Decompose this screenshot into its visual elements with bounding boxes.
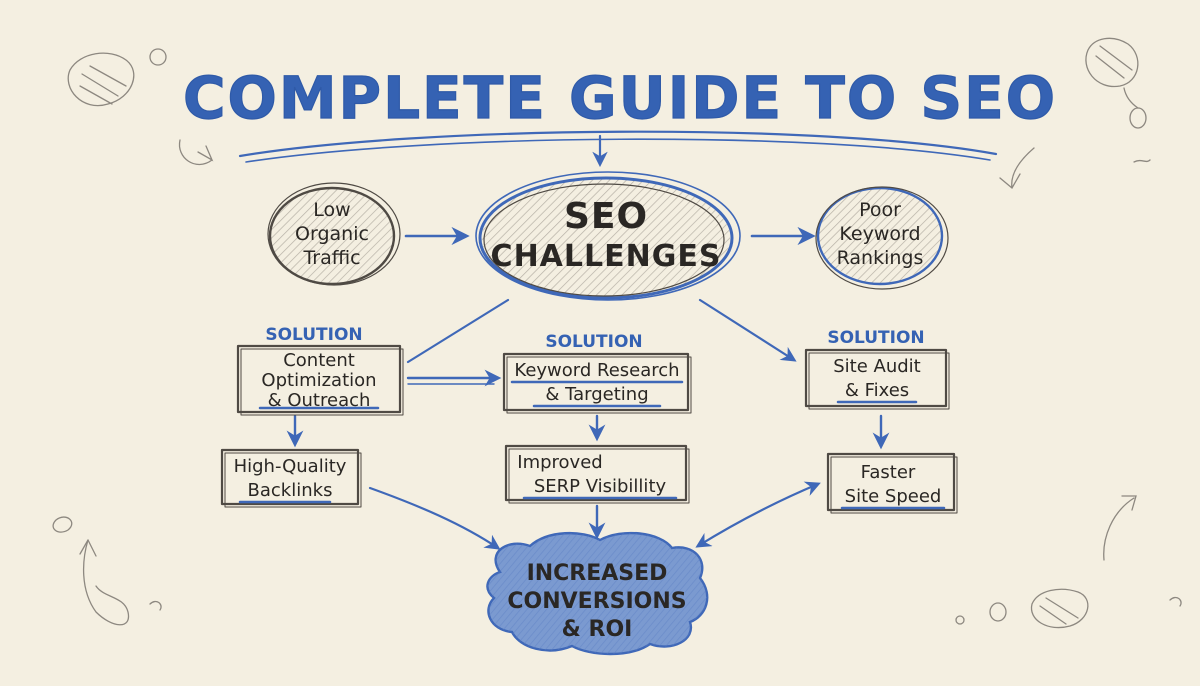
- result2-line2: SERP Visibillity: [534, 476, 667, 497]
- solution-tag-3: SOLUTION: [827, 328, 924, 348]
- solution3-line2: & Fixes: [845, 380, 909, 401]
- title-block: COMPLETE GUIDE TO SEO: [182, 63, 1057, 168]
- page-title: COMPLETE GUIDE TO SEO: [183, 64, 1057, 132]
- problem-left-line2: Organic: [295, 223, 369, 245]
- solution-content-optimization: Content Optimization & Outreach: [236, 344, 404, 416]
- solution2-line2: & Targeting: [545, 384, 648, 405]
- problem-right-line3: Rankings: [837, 247, 924, 269]
- solution-tag-2: SOLUTION: [545, 332, 642, 352]
- result3-line2: Site Speed: [845, 486, 942, 507]
- solution3-line1: Site Audit: [833, 356, 921, 377]
- problem-left-line3: Traffic: [302, 247, 360, 269]
- arrow-result1-to-goal: [368, 486, 501, 550]
- connector-arrows: [286, 226, 890, 550]
- problem-right-line1: Poor: [859, 199, 901, 221]
- poor-keyword-rankings-node: Poor Keyword Rankings: [815, 186, 949, 290]
- arrow-center-to-solution3: [698, 298, 797, 362]
- low-organic-traffic-node: Low Organic Traffic: [267, 182, 401, 286]
- goal-increased-conversions: INCREASED CONVERSIONS & ROI: [486, 531, 709, 656]
- solution1-line1: Content: [283, 350, 355, 371]
- result3-line1: Faster: [861, 462, 916, 483]
- result-high-quality-backlinks: High-Quality Backlinks: [220, 448, 362, 508]
- result1-line1: High-Quality: [234, 456, 347, 477]
- solution-keyword-research: Keyword Research & Targeting: [502, 352, 692, 414]
- solution1-line2: Optimization: [261, 370, 376, 391]
- arrow-center-to-solution1: [406, 298, 510, 364]
- result-faster-site-speed: Faster Site Speed: [826, 452, 958, 514]
- goal-line3: & ROI: [562, 617, 633, 642]
- corner-doodles: [52, 37, 1182, 629]
- solution-site-audit: Site Audit & Fixes: [804, 348, 950, 410]
- problem-left-line1: Low: [313, 199, 350, 221]
- result2-line1: Improved: [517, 452, 602, 473]
- solution-tags: SOLUTION SOLUTION SOLUTION: [265, 325, 924, 352]
- result-improved-serp-visibility: Improved SERP Visibillity: [504, 444, 690, 504]
- arrow-goal-to-result3: [695, 481, 821, 548]
- goal-line1: INCREASED: [527, 561, 668, 586]
- goal-line2: CONVERSIONS: [507, 589, 686, 614]
- problem-right-line2: Keyword: [839, 223, 920, 245]
- center-title-line1: SEO: [564, 196, 648, 237]
- center-title-line2: CHALLENGES: [491, 239, 722, 274]
- seo-challenges-node: SEO CHALLENGES: [475, 171, 741, 301]
- solution2-line1: Keyword Research: [514, 360, 679, 381]
- solution1-line3: & Outreach: [268, 390, 371, 411]
- solution-tag-1: SOLUTION: [265, 325, 362, 345]
- result1-line2: Backlinks: [248, 480, 333, 501]
